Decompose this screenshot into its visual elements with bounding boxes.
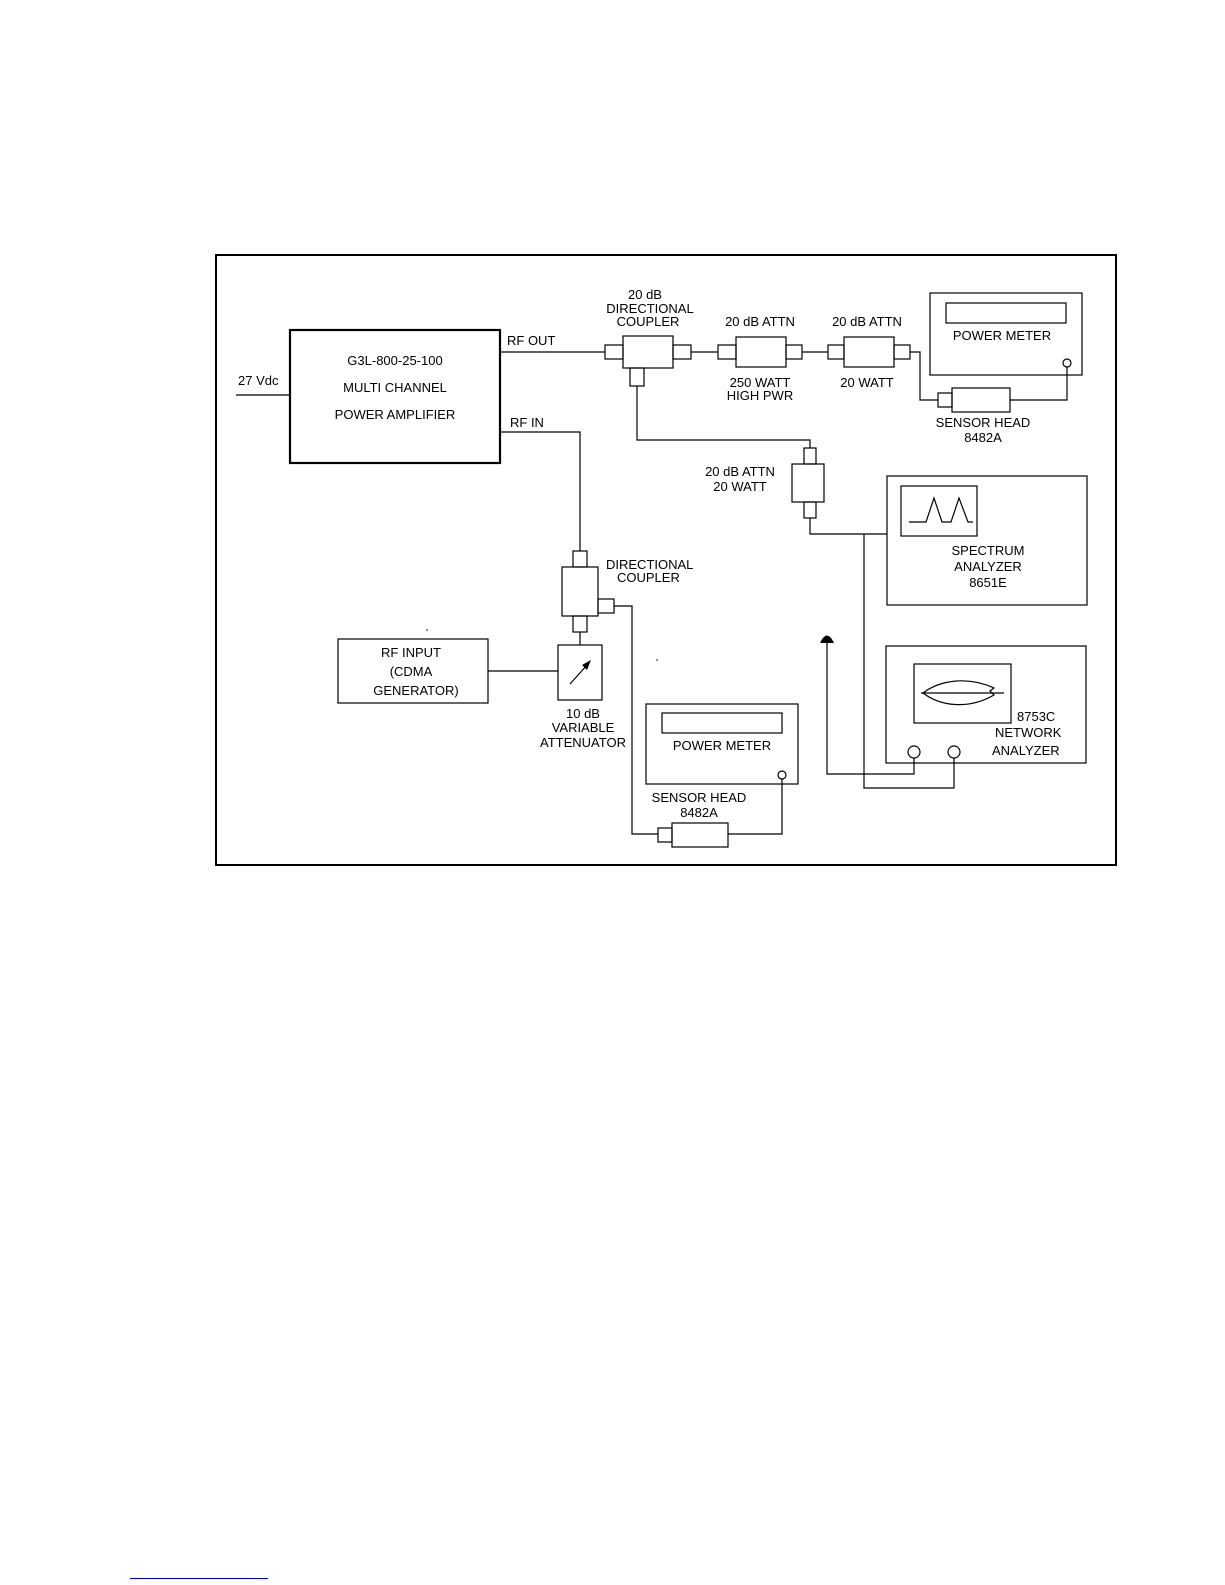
input-sensor-label2: 8482A	[680, 805, 718, 820]
output-coupler-symbol	[604, 335, 692, 387]
sample-to-spectrum-line	[809, 518, 887, 535]
rf-in-line	[500, 431, 581, 551]
rf-out-label: RF OUT	[507, 333, 555, 348]
power-amplifier-block	[288, 328, 502, 465]
high-power-attenuator-label: 20 dB ATTN	[725, 314, 795, 329]
spectrum-trace	[909, 496, 973, 523]
high-power-attenuator-rating2: HIGH PWR	[727, 388, 793, 403]
network-analyzer-box	[885, 645, 1087, 764]
spectrum-analyzer-line1: SPECTRUM	[952, 543, 1025, 558]
output-sensor-head-symbol	[937, 387, 1011, 413]
output-power-meter-display	[945, 302, 1067, 324]
output-coupler-line1: 20 dB	[628, 287, 662, 302]
input-coupler-symbol	[561, 550, 615, 633]
diagram-frame	[215, 254, 1117, 866]
footer-rule	[130, 1578, 268, 1579]
sample-attenuator-symbol	[791, 447, 825, 519]
rf-in-label: RF IN	[510, 415, 544, 430]
attenuator-20w-label: 20 dB ATTN	[832, 314, 902, 329]
stray-dot	[426, 629, 428, 631]
amplifier-line2-label: MULTI CHANNEL	[343, 380, 447, 395]
stray-dot	[656, 659, 658, 661]
coupled-port-line	[636, 386, 811, 448]
rf-source-line2: (CDMA	[390, 664, 433, 679]
spectrum-analyzer-line2: ANALYZER	[954, 559, 1022, 574]
amplifier-line3-label: POWER AMPLIFIER	[335, 407, 456, 422]
output-sensor-label2: 8482A	[964, 430, 1002, 445]
variable-attenuator-arrowhead	[582, 660, 591, 670]
attenuator-20w-symbol	[827, 336, 911, 368]
sample-to-network-line	[863, 534, 955, 789]
output-coupler-line2: DIRECTIONAL	[606, 301, 693, 316]
network-return-line	[826, 642, 915, 775]
output-power-meter-label: POWER METER	[953, 328, 1051, 343]
input-coupler-line1: DIRECTIONAL	[606, 557, 693, 572]
variable-attenuator-box	[557, 644, 603, 701]
variable-attenuator-line3: ATTENUATOR	[540, 735, 626, 750]
output-power-meter-port	[1062, 358, 1072, 368]
spectrum-analyzer-box	[886, 475, 1088, 606]
variable-attenuator-line1: 10 dB	[566, 706, 600, 721]
high-power-attenuator-symbol	[717, 336, 803, 368]
network-port-2	[947, 745, 961, 759]
input-power-meter-label: POWER METER	[673, 738, 771, 753]
spectrum-analyzer-line3: 8651E	[969, 575, 1007, 590]
input-power-meter-port	[777, 770, 787, 780]
attenuator-20w-rating: 20 WATT	[840, 375, 894, 390]
spectrum-analyzer-screen	[900, 485, 978, 537]
input-sensor-label1: SENSOR HEAD	[652, 790, 747, 805]
input-power-meter-display	[661, 712, 783, 734]
input-coupled-line	[614, 605, 658, 835]
network-analyzer-line1: 8753C	[1017, 709, 1055, 724]
input-coupler-line2: COUPLER	[617, 570, 680, 585]
output-sensor-label1: SENSOR HEAD	[936, 415, 1031, 430]
rf-source-line1: RF INPUT	[381, 645, 441, 660]
attenuator-to-sensor-line	[910, 351, 938, 401]
input-power-meter-box	[645, 703, 799, 785]
input-sensor-cable	[728, 779, 783, 835]
sample-attenuator-label2: 20 WATT	[713, 479, 767, 494]
network-return-arrowhead	[820, 635, 834, 643]
dc-input-label: 27 Vdc	[238, 373, 279, 388]
output-power-meter-box	[929, 292, 1083, 376]
network-trace	[922, 680, 996, 706]
network-analyzer-screen	[913, 663, 1012, 724]
output-coupler-line3: COUPLER	[617, 314, 680, 329]
amplifier-model-label: G3L-800-25-100	[347, 353, 442, 368]
network-port-1	[907, 745, 921, 759]
network-analyzer-line2: NETWORK	[995, 725, 1062, 740]
variable-attenuator-line2: VARIABLE	[552, 720, 615, 735]
sample-attenuator-label1: 20 dB ATTN	[705, 464, 775, 479]
input-sensor-head-symbol	[657, 822, 729, 848]
rf-source-line3: GENERATOR)	[373, 683, 458, 698]
high-power-attenuator-rating1: 250 WATT	[730, 375, 791, 390]
output-sensor-cable	[1010, 367, 1068, 401]
network-analyzer-line3: ANALYZER	[992, 743, 1060, 758]
